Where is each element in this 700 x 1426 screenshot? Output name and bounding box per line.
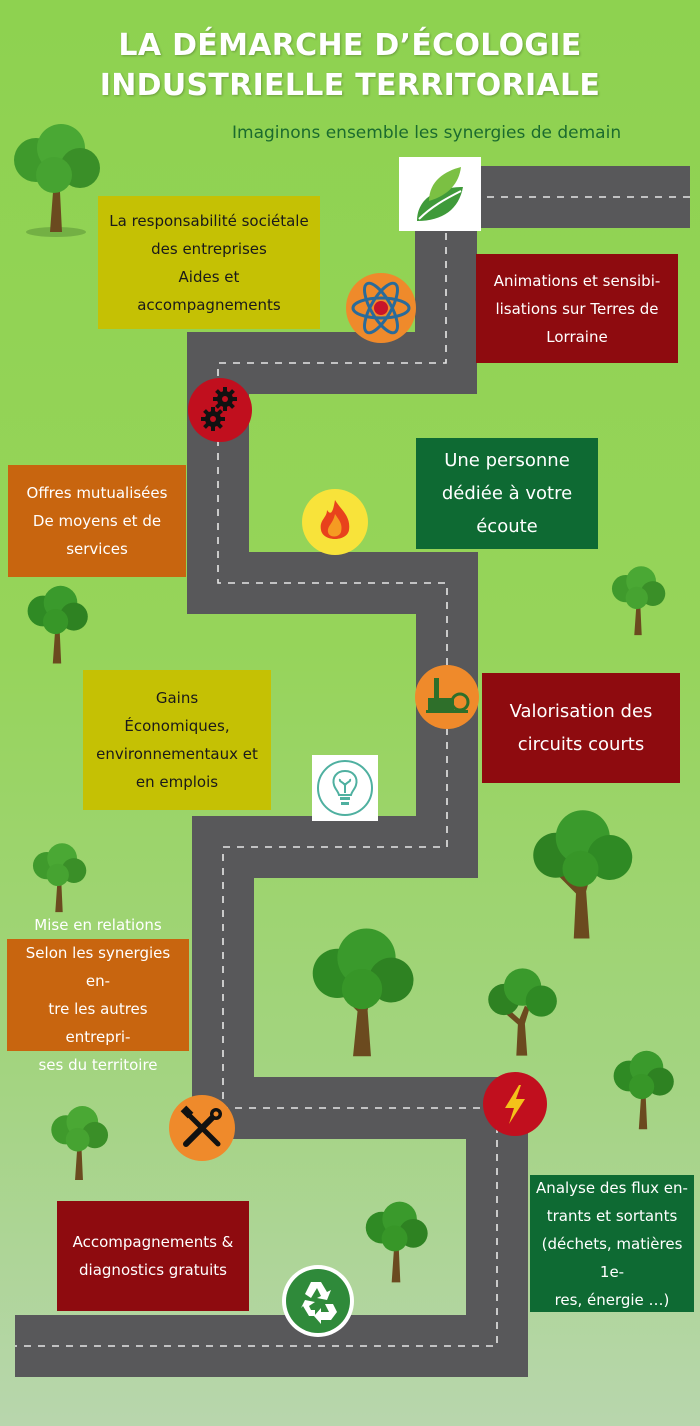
tree-8 (613, 1050, 674, 1130)
factory-icon (415, 665, 479, 729)
box-gains-line-2: Économiques, (124, 717, 230, 735)
tree-9 (51, 1106, 109, 1180)
title-line-1: LA DÉMARCHE D’ÉCOLOGIE (118, 28, 582, 63)
box-offres-line-1: Offres mutualisées (26, 484, 168, 502)
box-personne-line-2: dédiée à votre (441, 483, 573, 504)
box-personne-line-1: Une personne (444, 450, 570, 471)
box-offres-line-2: De moyens et de (32, 512, 162, 530)
box-analyse-line-3: (déchets, matières 1e- (541, 1234, 683, 1281)
box-animations: Animations et sensibi-lisations sur Terr… (476, 254, 678, 363)
box-relations-line-1: Mise en relations (34, 916, 162, 934)
box-gains-line-3: environnementaux et (96, 745, 258, 763)
tree-5 (32, 843, 87, 913)
fire-icon (302, 489, 368, 555)
lightbulb-icon (312, 755, 378, 821)
box-gains-line-1: Gains (155, 689, 199, 707)
box-relations-line-2: Selon les synergies en- (25, 944, 171, 990)
box-accompagnements: Accompagnements & diagnostics gratuits (57, 1201, 249, 1311)
box-animations-line-3: Lorraine (546, 327, 608, 346)
recycle-icon (282, 1265, 354, 1337)
box-personne: Une personne dédiée à votre écoute (416, 438, 598, 549)
box-rse: La responsabilité sociétale des entrepris… (98, 196, 320, 329)
box-animations-line-2: lisations sur Terres de (495, 299, 659, 318)
box-relations-line-4: ses du territoire (38, 1056, 158, 1074)
box-offres: Offres mutualisées De moyens et de service… (8, 465, 186, 577)
tree-6 (312, 928, 414, 1057)
subtitle: Imaginons ensemble les synergies de dema… (232, 123, 622, 143)
box-rse-line-1: La responsabilité sociétale (109, 211, 309, 230)
box-valorisation-line-1: Valorisation des (509, 701, 653, 722)
box-rse-line-4: accompagnements (137, 295, 281, 314)
box-personne-line-3: écoute (476, 516, 538, 537)
tree-10 (365, 1201, 428, 1283)
box-analyse-line-1: Analyse des flux en- (536, 1178, 688, 1197)
box-rse-line-2: des entreprises (151, 239, 267, 258)
tools-icon (169, 1095, 235, 1161)
box-rse-line-3: Aides et (178, 267, 240, 286)
box-analyse-line-4: res, énergie …) (554, 1290, 670, 1309)
tree-1 (14, 124, 100, 237)
box-accompagnements-line-2: diagnostics gratuits (79, 1261, 227, 1279)
box-accompagnements-line-1: Accompagnements & (72, 1233, 234, 1251)
box-valorisation: Valorisation des circuits courts (482, 673, 680, 783)
box-animations-line-1: Animations et sensibi- (493, 271, 661, 290)
tree-2 (27, 585, 88, 664)
leaf-logo-icon (399, 157, 481, 231)
lightning-icon (483, 1072, 547, 1136)
title-line-2: INDUSTRIELLE TERRITORIALE (99, 68, 601, 103)
atom-icon (346, 273, 416, 343)
box-analyse: Analyse des flux en-trants et sortants (d… (530, 1175, 694, 1312)
tree-7 (488, 968, 557, 1056)
box-valorisation-line-2: circuits courts (517, 734, 645, 755)
box-offres-line-3: services (66, 540, 128, 558)
box-gains-line-4: en emplois (135, 773, 219, 791)
page-title: LA DÉMARCHE D’ÉCOLOGIE INDUSTRIELLE TERR… (0, 26, 700, 106)
tree-3 (611, 566, 666, 636)
box-analyse-line-2: trants et sortants (546, 1206, 678, 1225)
tree-4 (533, 810, 633, 939)
box-relations-line-3: tre les autres entrepri- (48, 1000, 148, 1046)
gears-icon (188, 378, 252, 442)
